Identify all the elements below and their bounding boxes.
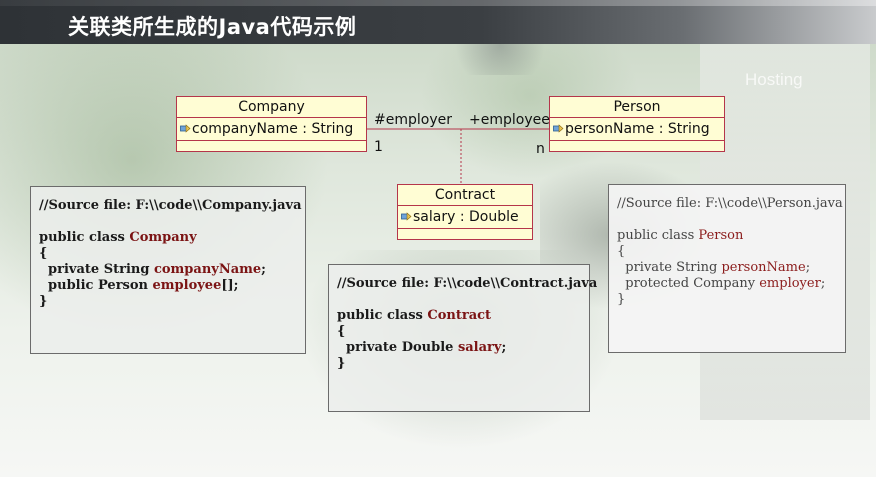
code-class-name: Company xyxy=(129,230,197,245)
key-attribute-icon xyxy=(553,124,564,133)
uml-class-name: Company xyxy=(177,97,366,118)
code-open-brace: { xyxy=(337,324,346,339)
multiplicity-left: 1 xyxy=(374,139,383,155)
uml-class-company[interactable]: Company companyName : String xyxy=(176,96,367,152)
code-field-suffix: ; xyxy=(820,276,826,291)
code-field-suffix: ; xyxy=(261,262,266,277)
uml-class-name: Contract xyxy=(398,185,532,206)
multiplicity-right: n xyxy=(536,141,545,157)
uml-operations xyxy=(398,229,532,239)
code-close-brace: } xyxy=(617,292,626,307)
uml-class-person[interactable]: Person personName : String xyxy=(549,96,725,152)
code-close-brace: } xyxy=(337,356,346,371)
code-field-name: companyName xyxy=(153,262,262,277)
key-attribute-icon xyxy=(401,212,412,221)
uml-attribute-text: companyName : String xyxy=(192,121,354,137)
uml-attribute-text: salary : Double xyxy=(413,209,519,225)
code-field-type: private String xyxy=(617,260,722,275)
uml-class-name: Person xyxy=(550,97,724,118)
title-bar-shine xyxy=(0,0,876,6)
code-keyword: public class xyxy=(337,308,428,323)
code-field-suffix: []; xyxy=(221,278,239,293)
code-field: private Double salary; xyxy=(337,340,581,356)
code-field-type: private String xyxy=(39,262,154,277)
code-field: protected Company employer; xyxy=(617,276,837,292)
code-class-declaration: public class Contract xyxy=(337,308,581,324)
code-field-type: public Person xyxy=(39,278,153,293)
code-open-brace: { xyxy=(39,246,48,261)
page-title: 关联类所生成的Java代码示例 xyxy=(68,15,357,39)
code-field-name: salary xyxy=(457,340,502,355)
code-open-brace: { xyxy=(617,244,626,259)
watermark: Hosting xyxy=(745,70,803,89)
code-field-suffix: ; xyxy=(501,340,507,355)
code-class-name: Person xyxy=(698,228,744,243)
code-box-contract: //Source file: F:\\code\\Contract.java p… xyxy=(328,264,598,412)
uml-attribute: personName : String xyxy=(550,118,724,141)
code-field: public Person employee[]; xyxy=(39,278,297,294)
key-attribute-icon xyxy=(180,124,191,133)
code-field-type: private Double xyxy=(337,340,458,355)
code-field: private String companyName; xyxy=(39,262,297,278)
code-class-name: Contract xyxy=(427,308,492,323)
uml-operations xyxy=(177,141,366,151)
uml-attribute: salary : Double xyxy=(398,206,532,229)
code-field-name: employer xyxy=(759,276,821,291)
code-keyword: public class xyxy=(39,230,130,245)
code-field: private String personName; xyxy=(617,260,837,276)
code-class-declaration: public class Person xyxy=(617,228,837,244)
uml-operations xyxy=(550,141,724,151)
code-close-brace: } xyxy=(39,294,48,309)
uml-class-contract[interactable]: Contract salary : Double xyxy=(397,184,533,240)
code-field-suffix: ; xyxy=(805,260,811,275)
uml-attribute: companyName : String xyxy=(177,118,366,141)
code-field-name: personName xyxy=(721,260,806,275)
uml-attribute-text: personName : String xyxy=(565,121,710,137)
code-keyword: public class xyxy=(617,228,699,243)
role-label-employer: #employer xyxy=(374,112,452,128)
code-comment: //Source file: F:\\code\\Company.java xyxy=(39,198,302,213)
code-field-name: employee xyxy=(152,278,222,293)
code-comment: //Source file: F:\\code\\Contract.java xyxy=(337,276,598,291)
title-bar: 关联类所生成的Java代码示例 xyxy=(0,0,876,44)
code-box-company: //Source file: F:\\code\\Company.java pu… xyxy=(30,186,306,354)
role-label-employee: +employee xyxy=(469,112,550,128)
code-box-person: //Source file: F:\\code\\Person.java pub… xyxy=(608,184,846,353)
code-comment: //Source file: F:\\code\\Person.java xyxy=(617,196,843,211)
code-class-declaration: public class Company xyxy=(39,230,297,246)
code-field-type: protected Company xyxy=(617,276,760,291)
